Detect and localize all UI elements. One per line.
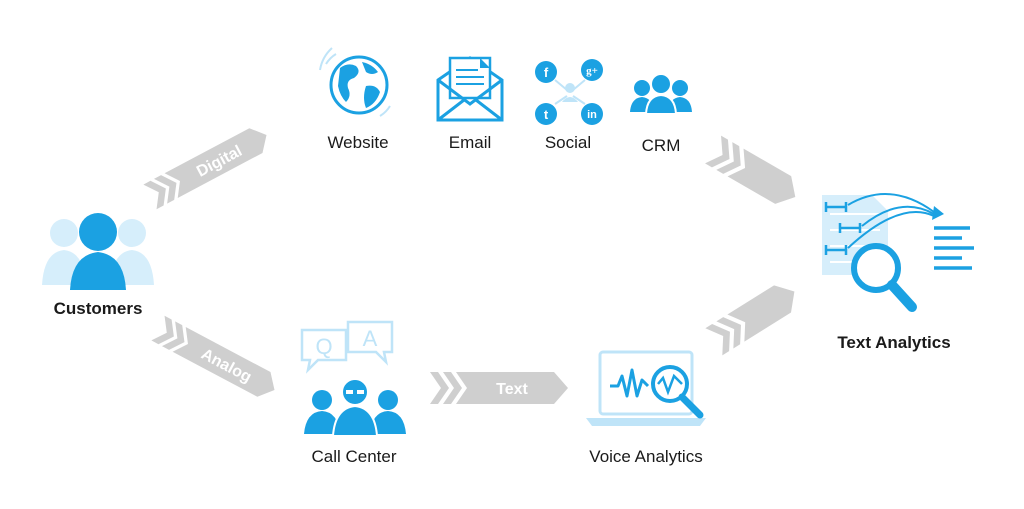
- qa-bubbles-icon: Q A: [300, 320, 394, 374]
- svg-text:g+: g+: [586, 65, 598, 77]
- social-label: Social: [545, 133, 591, 152]
- svg-text:t: t: [544, 107, 549, 122]
- social-network-icon: f g+ t in: [535, 59, 603, 125]
- google-plus-icon: g+: [581, 59, 603, 81]
- globe-icon: [319, 47, 391, 117]
- voice-to-text-analytics-arrow: [705, 285, 795, 356]
- analog-arrow: Analog: [151, 315, 275, 397]
- customers-label: Customers: [54, 299, 143, 318]
- email-label: Email: [449, 133, 492, 152]
- crm-label: CRM: [642, 136, 681, 155]
- text-analytics-label: Text Analytics: [837, 333, 950, 352]
- voice-analytics-icon: [586, 350, 706, 426]
- crm-to-text-analytics-arrow: [705, 135, 796, 204]
- digital-arrow: Digital: [143, 128, 267, 210]
- text-arrow: Text: [430, 372, 568, 404]
- website-label: Website: [327, 133, 388, 152]
- envelope-icon: [436, 56, 504, 122]
- linkedin-icon: in: [581, 103, 603, 125]
- text-analytics-icon: [822, 193, 974, 312]
- crm-people-icon: [630, 73, 692, 115]
- text-arrow-label: Text: [496, 381, 528, 398]
- facebook-icon: f: [535, 61, 557, 83]
- svg-text:f: f: [544, 65, 549, 80]
- call-center-agents-icon: [304, 372, 406, 437]
- q-letter: Q: [315, 334, 332, 359]
- svg-text:in: in: [587, 109, 597, 121]
- call-center-label: Call Center: [311, 447, 396, 466]
- twitter-icon: t: [535, 103, 557, 125]
- a-letter: A: [363, 326, 378, 351]
- customers-icon: [42, 213, 154, 290]
- voice-analytics-label: Voice Analytics: [589, 447, 702, 466]
